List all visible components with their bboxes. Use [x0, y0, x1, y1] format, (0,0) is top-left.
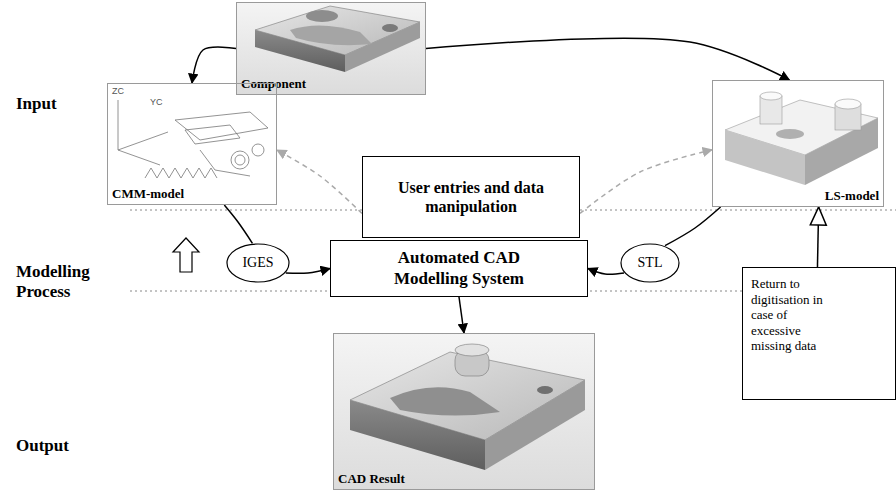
node-text: Component [241, 76, 306, 92]
connector [224, 205, 252, 243]
connector [286, 269, 330, 274]
node-text: CMM-model [112, 186, 184, 202]
axis-label: ZC [112, 86, 124, 96]
node-text: STL [638, 255, 663, 271]
hollow-block-arrow [173, 238, 199, 272]
component-picture [237, 3, 425, 94]
note-box: Return to digitisation in case of excess… [742, 267, 896, 400]
node-text: LS-model [825, 188, 879, 204]
cad-result-picture [334, 334, 594, 489]
picture-box: CMM-model [107, 83, 277, 205]
node-text: Return to digitisation in case of excess… [751, 276, 833, 354]
picture-box: Component [236, 2, 426, 95]
ellipse-shape [227, 244, 289, 282]
node-text: CAD Result [338, 471, 405, 487]
picture-box: CAD Result [333, 333, 595, 490]
ellipse-shape [621, 244, 679, 282]
connector [277, 150, 362, 213]
connector [665, 207, 721, 246]
format-ellipse: IGES [226, 243, 290, 283]
connector [459, 297, 464, 333]
row-label: Output [16, 436, 69, 456]
cmm-wireframe [118, 100, 268, 178]
node-text: Automated CAD Modelling System [377, 248, 542, 289]
node-text: IGES [242, 255, 273, 271]
connector [580, 150, 712, 214]
picture-box: LS-model [712, 80, 884, 207]
connector [192, 47, 236, 83]
node-text: User entries and data manipulation [396, 178, 546, 216]
row-label: Modelling Process [16, 262, 116, 302]
connector [817, 207, 818, 267]
axis-label: YC [150, 97, 163, 107]
process-box: User entries and data manipulation [362, 156, 580, 238]
row-label: Input [16, 94, 57, 114]
process-box: Automated CAD Modelling System [330, 240, 588, 297]
ls-scan-picture [725, 92, 878, 185]
connector [588, 269, 624, 275]
connector [426, 38, 789, 80]
format-ellipse: STL [620, 243, 680, 283]
